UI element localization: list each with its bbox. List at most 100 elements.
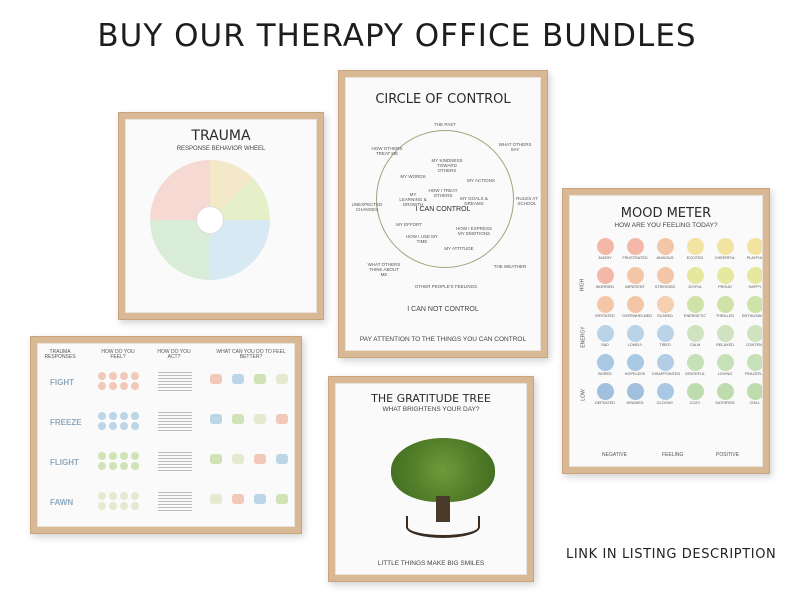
axis-negative: NEGATIVE: [602, 452, 627, 458]
mood-cell: FRUSTRATED: [622, 238, 648, 264]
poster-mat: THE GRATITUDE TREE WHAT BRIGHTENS YOUR D…: [335, 383, 527, 575]
face-icon: [98, 372, 106, 380]
mood-cell: GLOOMY: [652, 383, 678, 409]
face-icon: [131, 422, 139, 430]
mood-cell: ENERGETIC: [682, 296, 708, 322]
face-icon: [120, 492, 128, 500]
mood-face-icon: [656, 296, 674, 313]
mood-face-icon: [596, 383, 614, 400]
face-icon: [120, 502, 128, 510]
mood-cell: RELAXED: [712, 325, 738, 351]
feeling-faces: [98, 412, 140, 430]
column-header: HOW DO YOU ACT?: [157, 349, 191, 360]
outer-item: THE WEATHER: [493, 264, 527, 269]
mood-label: CHEERFUL: [714, 256, 736, 260]
inner-item: MY GOALS & DREAMS: [460, 196, 488, 206]
mood-cell: IRRITATED: [592, 296, 618, 322]
action-list: [158, 452, 192, 473]
face-icon: [120, 422, 128, 430]
face-icon: [120, 372, 128, 380]
list-line: [158, 461, 192, 462]
mood-label: ANXIOUS: [656, 256, 674, 260]
poster-circle-of-control[interactable]: CIRCLE OF CONTROL I CAN CONTROL THE PAST…: [338, 70, 548, 358]
inner-item: MY ACTIONS: [467, 178, 495, 183]
mood-label: PLAYFUL: [746, 256, 763, 260]
mood-face-icon: [626, 296, 644, 313]
mood-face-icon: [746, 238, 762, 255]
poster-mat: TRAUMA RESPONSES HOW DO YOU FEEL? HOW DO…: [37, 343, 295, 527]
control-center-label: I CAN CONTROL: [415, 206, 471, 213]
mood-label: PROUD: [718, 285, 732, 289]
mood-face-icon: [596, 354, 614, 371]
mood-cell: DEFEATED: [592, 383, 618, 409]
coping-icon: [254, 454, 266, 464]
list-line: [158, 501, 192, 502]
face-icon: [109, 382, 117, 390]
poster-trauma-chart[interactable]: TRAUMA RESPONSES HOW DO YOU FEEL? HOW DO…: [30, 336, 302, 534]
face-icon: [98, 412, 106, 420]
face-icon: [131, 412, 139, 420]
mood-label: TIRED: [659, 343, 671, 347]
face-icon: [98, 502, 106, 510]
mood-cell: LONELY: [622, 325, 648, 351]
face-icon: [131, 382, 139, 390]
poster-trauma-wheel[interactable]: TRAUMA RESPONSE BEHAVIOR WHEEL: [118, 112, 324, 320]
mood-cell: STRESSED: [652, 267, 678, 293]
mood-face-icon: [716, 296, 734, 313]
response-label: FIGHT: [50, 378, 74, 387]
list-line: [158, 507, 192, 508]
mood-label: BORED: [598, 372, 612, 376]
coping-icon: [276, 414, 288, 424]
poster-subtitle: HOW ARE YOU FEELING TODAY?: [614, 222, 718, 229]
mood-label: GRATEFUL: [685, 372, 705, 376]
list-line: [158, 418, 192, 419]
list-line: [158, 495, 192, 496]
mood-face-icon: [746, 383, 762, 400]
response-label: FREEZE: [50, 418, 82, 427]
inner-item: HOW I USE MY TIME: [405, 234, 438, 244]
face-icon: [131, 372, 139, 380]
mood-face-icon: [686, 296, 704, 313]
mood-face-icon: [626, 267, 644, 284]
poster-gratitude-tree[interactable]: THE GRATITUDE TREE WHAT BRIGHTENS YOUR D…: [328, 376, 534, 582]
mood-label: CONTENT: [745, 343, 763, 347]
coping-icon: [210, 414, 222, 424]
mood-face-icon: [686, 238, 704, 255]
mood-cell: DRAINED: [622, 383, 648, 409]
list-line: [158, 458, 192, 459]
response-label: FAWN: [50, 498, 74, 507]
mood-face-icon: [746, 325, 762, 342]
face-icon: [120, 382, 128, 390]
coping-icon: [276, 494, 288, 504]
tree-roots: [406, 516, 480, 538]
mood-cell: DISAPPOINTED: [652, 354, 680, 380]
mood-face-icon: [596, 267, 614, 284]
list-line: [158, 470, 192, 471]
face-icon: [120, 462, 128, 470]
mood-face-icon: [596, 325, 614, 342]
mood-cell: TIRED: [652, 325, 678, 351]
poster-title: THE GRATITUDE TREE: [371, 392, 491, 405]
mood-label: HOPELESS: [624, 372, 646, 376]
inner-item: MY EFFORT: [396, 222, 422, 227]
mood-label: WORRIED: [595, 285, 615, 289]
poster-mood-meter[interactable]: MOOD METER HOW ARE YOU FEELING TODAY? HI…: [562, 188, 770, 474]
action-list: [158, 492, 192, 513]
poster-mat: MOOD METER HOW ARE YOU FEELING TODAY? HI…: [569, 195, 763, 467]
mood-face-icon: [656, 383, 674, 400]
mood-cell: OVERWHELMED: [622, 296, 652, 322]
mood-cell: EXCITED: [682, 238, 708, 264]
mood-cell: COZY: [682, 383, 708, 409]
face-icon: [98, 422, 106, 430]
mood-cell: JOYFUL: [682, 267, 708, 293]
mood-label: CHILL: [749, 401, 761, 405]
poster-title: CIRCLE OF CONTROL: [375, 92, 511, 107]
mood-cell: ANGRY: [592, 238, 618, 264]
coping-icon: [276, 454, 288, 464]
face-icon: [109, 502, 117, 510]
inner-item: MY LEARNING & GROWTH: [399, 192, 427, 207]
list-line: [158, 467, 192, 468]
coping-icon: [232, 374, 244, 384]
outer-item: WHAT OTHERS SAY: [498, 142, 532, 152]
outer-item: WHAT OTHERS THINK ABOUT ME: [367, 262, 401, 277]
